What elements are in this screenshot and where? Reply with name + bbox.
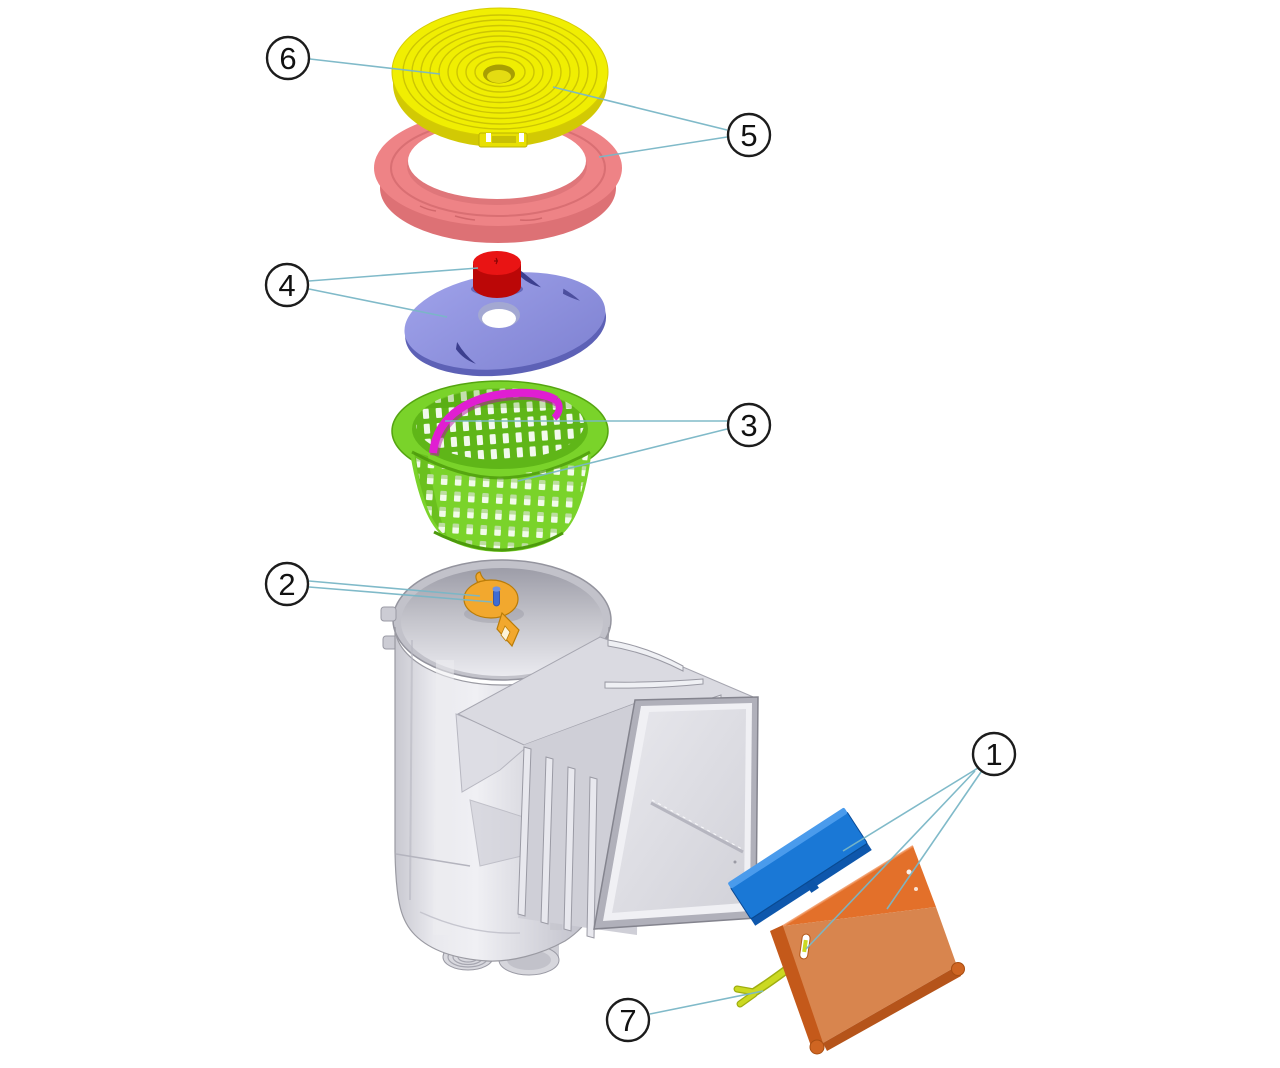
door-upper-face [783, 846, 936, 926]
flap-top-highlight [728, 807, 848, 889]
basket-handle [429, 388, 563, 457]
lid-lock-tab [478, 132, 528, 148]
part-lid-ring [374, 110, 622, 243]
weir-edge-line [650, 801, 744, 854]
leader-1c [886, 771, 982, 910]
ring-texture [419, 205, 543, 221]
svg-text:7: 7 [619, 1003, 636, 1038]
key-disc [463, 579, 519, 619]
door-hinge-roll [951, 962, 965, 976]
lid-grooves [402, 14, 598, 130]
part-flap-door [770, 845, 965, 1055]
leader-3b [517, 428, 728, 482]
part-vacuum-plate [404, 251, 607, 377]
throat-fins-front [517, 746, 598, 939]
svg-text:1: 1 [985, 737, 1002, 772]
door-lower-face [783, 907, 957, 1043]
callout-6[interactable]: 6 [265, 35, 311, 81]
plate-slit [455, 341, 476, 364]
door-hinge-roll [809, 1039, 825, 1055]
leader-1a [842, 767, 979, 852]
door-left-rim [770, 925, 824, 1049]
callout-1[interactable]: 1 [971, 731, 1017, 777]
svg-text:6: 6 [279, 41, 296, 76]
regulator-knob [471, 251, 523, 298]
callout-7[interactable]: 7 [605, 997, 651, 1043]
plate-slit [562, 288, 580, 301]
key-slot [500, 625, 511, 642]
leader-7 [649, 990, 764, 1015]
part-lid [391, 7, 609, 148]
callout-3[interactable]: 3 [726, 402, 772, 448]
door-bottom-edge [823, 966, 961, 1051]
leader-6 [309, 58, 441, 75]
plate-slit [517, 268, 542, 288]
svg-text:5: 5 [740, 118, 757, 153]
leader-2a [308, 580, 481, 597]
leader-1b [805, 770, 976, 950]
svg-text:4: 4 [278, 268, 295, 303]
callout-5[interactable]: 5 [726, 112, 772, 158]
callout-2[interactable]: 2 [264, 561, 310, 607]
svg-text:3: 3 [740, 408, 757, 443]
part-basket [391, 380, 609, 552]
svg-text:2: 2 [278, 567, 295, 602]
leader-4b [308, 288, 448, 318]
leader-4a [308, 267, 479, 282]
throat-opening [612, 709, 746, 913]
callout-4[interactable]: 4 [264, 262, 310, 308]
body-throat [455, 636, 759, 939]
leader-5b [598, 136, 728, 158]
leader-5a [552, 86, 728, 131]
part-weir-flap [728, 807, 872, 926]
part-skimmer-body [380, 559, 759, 976]
leader-2b [308, 586, 493, 603]
rim-tab [380, 606, 397, 622]
leader-lines [308, 58, 982, 1015]
part-regulator-key [463, 571, 524, 648]
basket-body-slots [416, 455, 588, 551]
